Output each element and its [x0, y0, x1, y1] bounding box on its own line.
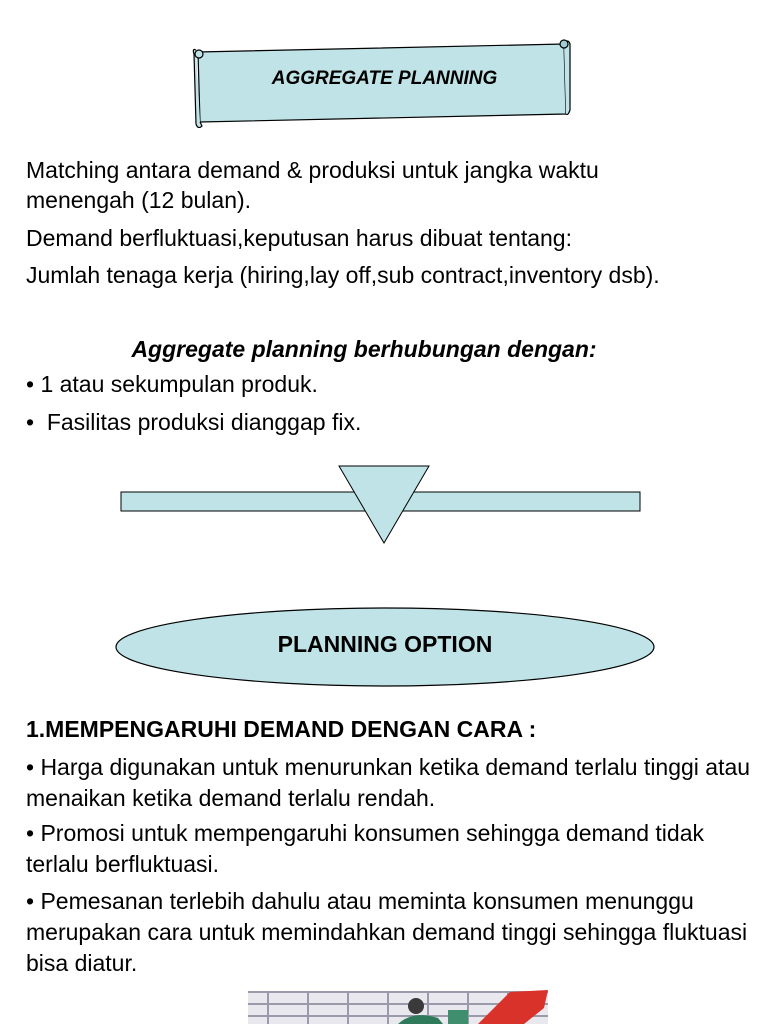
- demand-bullet: • Promosi untuk mempengaruhi konsumen se…: [26, 820, 704, 877]
- intro-line-4: Jumlah tenaga kerja (hiring,lay off,sub …: [26, 262, 660, 288]
- ellipse-shape-icon: [115, 607, 655, 687]
- relation-bullet: • Fasilitas produksi dianggap fix.: [26, 409, 362, 435]
- down-triangle-icon: [120, 465, 641, 544]
- relation-heading: Aggregate planning berhubungan dengan:: [131, 336, 597, 362]
- page-title: AGGREGATE PLANNING: [271, 68, 498, 89]
- demand-bullet: • Pemesanan terlebih dahulu atau meminta…: [26, 888, 748, 976]
- demand-section-heading: 1.MEMPENGARUHI DEMAND DENGAN CARA :: [26, 716, 537, 742]
- scroll-shape-icon: [192, 39, 571, 128]
- planning-option-label: PLANNING OPTION: [277, 631, 493, 657]
- chart-clipart-icon: [248, 988, 558, 1024]
- demand-bullet: • Harga digunakan untuk menurunkan ketik…: [26, 754, 751, 811]
- divider-arrow: [120, 462, 642, 546]
- relation-bullet: • 1 atau sekumpulan produk.: [26, 371, 318, 397]
- intro-line-3: Demand berfluktuasi,keputusan harus dibu…: [26, 225, 572, 251]
- intro-line-2: menengah (12 bulan).: [26, 187, 252, 213]
- title-banner: AGGREGATE PLANNING: [190, 38, 572, 128]
- planning-option-ellipse: PLANNING OPTION: [114, 606, 656, 688]
- intro-line-1: Matching antara demand & produksi untuk …: [26, 157, 599, 183]
